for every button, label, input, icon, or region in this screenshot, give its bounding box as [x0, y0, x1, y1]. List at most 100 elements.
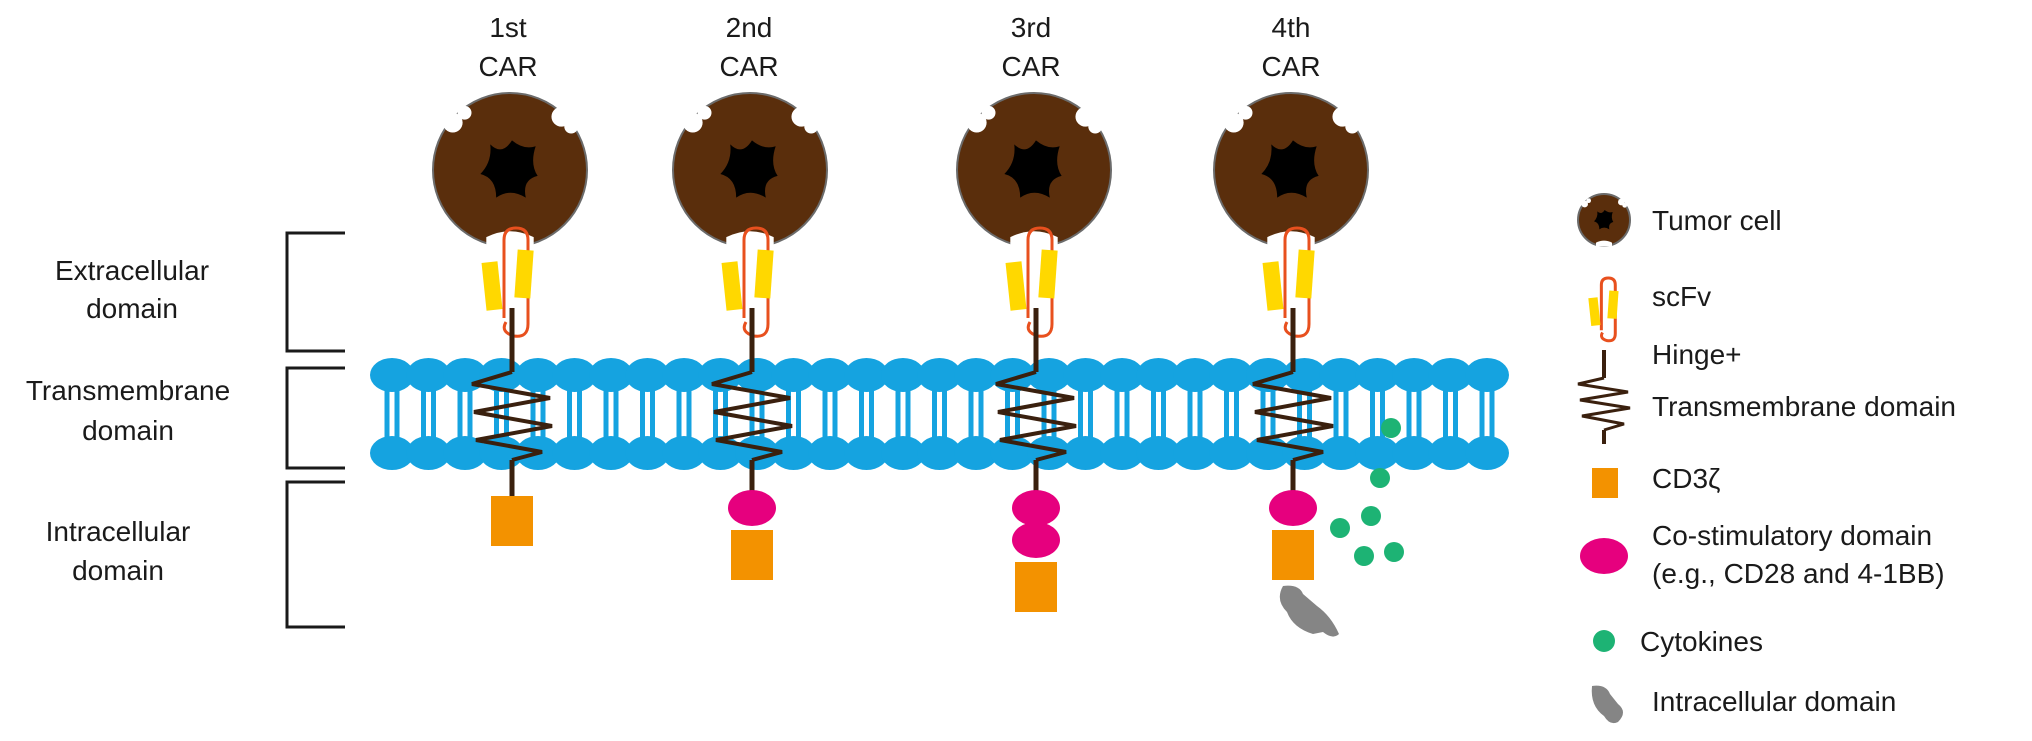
tumor-cell	[956, 92, 1112, 249]
scfv-vl	[1005, 261, 1027, 311]
car-constructs	[432, 92, 1404, 637]
lipid-head-outer	[1465, 358, 1509, 392]
tumor-notch	[1075, 106, 1096, 127]
tumor-nucleus	[1004, 140, 1062, 198]
lipid-head-inner	[552, 436, 597, 470]
cell-membrane	[370, 358, 1509, 470]
tumor-notch	[1238, 105, 1253, 120]
scfv-vh	[1607, 290, 1619, 319]
scfv-vl	[481, 261, 503, 311]
tumor-cell	[1213, 92, 1369, 249]
legend-costim-label-line1: Co-stimulatory domain	[1652, 520, 1932, 551]
legend-costim-label-line2: (e.g., CD28 and 4-1BB)	[1652, 558, 1945, 589]
tumor-notch	[551, 106, 572, 127]
gen2-label-line2: CAR	[719, 51, 778, 82]
tumor-antigen-pocket	[1267, 231, 1315, 249]
cd3z-domain	[1015, 562, 1057, 612]
tumor-nucleus	[1594, 210, 1614, 230]
gen4-label-line2: CAR	[1261, 51, 1320, 82]
intracellular-domain-extra	[1279, 585, 1339, 637]
legend-cytokine-icon	[1593, 630, 1615, 652]
tumor-cell	[432, 92, 588, 249]
hinge-transmembrane	[471, 308, 553, 496]
tumor-notch	[1586, 198, 1591, 204]
tumor-notch	[966, 112, 987, 133]
tumor-notch	[1223, 112, 1244, 133]
tumor-cell	[672, 92, 828, 249]
scfv-vl	[1588, 297, 1601, 326]
lipid-head-outer	[625, 358, 670, 392]
scfv-vh	[1295, 249, 1315, 299]
scfv-vl	[721, 261, 743, 311]
lipid-head-inner	[443, 436, 487, 470]
lipid-head-inner	[1209, 436, 1254, 470]
lipid-head-inner	[954, 436, 998, 470]
lipid-head-outer	[917, 358, 962, 392]
lipid-head-outer	[698, 358, 743, 392]
scfv-linker	[1283, 226, 1311, 338]
cd3z-domain	[491, 496, 533, 546]
lipid-head-outer	[1173, 358, 1217, 392]
legend-costim-icon	[1580, 538, 1628, 574]
transmembrane-zigzag	[995, 370, 1077, 462]
legend-hinge-label-line2: Transmembrane domain	[1652, 391, 1956, 422]
transmembrane-label-line2: domain	[82, 415, 174, 446]
legend-scfv-icon	[1588, 276, 1619, 343]
car-generation-4	[1213, 92, 1404, 637]
cytokine	[1381, 418, 1401, 438]
lipid-head-inner	[370, 436, 414, 470]
car-generation-1	[432, 92, 588, 546]
lipid-head-outer	[662, 358, 706, 392]
tumor-nucleus	[720, 140, 778, 198]
car-generation-3	[956, 92, 1112, 612]
cd3z-domain	[1272, 530, 1314, 580]
scfv	[1262, 226, 1315, 338]
transmembrane-zigzag	[471, 370, 553, 462]
legend-scfv-label: scFv	[1652, 281, 1711, 312]
lipid-head-outer	[881, 358, 925, 392]
legend-intracellular-domain-icon	[1591, 685, 1623, 724]
scfv-vh	[754, 249, 774, 299]
costimulatory-domain	[1269, 490, 1317, 526]
domain-labels: Extracellular domain Transmembrane domai…	[26, 255, 230, 586]
gen4-label-line1: 4th	[1272, 12, 1311, 43]
lipid-head-inner	[406, 436, 451, 470]
domain-brackets	[285, 231, 345, 629]
lipid-head-inner	[589, 436, 633, 470]
lipid-head-outer	[406, 358, 451, 392]
legend-hinge-zigzag	[1577, 376, 1631, 432]
cytokine	[1361, 506, 1381, 526]
cytokine	[1384, 542, 1404, 562]
lipid-head-outer	[589, 358, 633, 392]
tumor-notch	[457, 105, 472, 120]
lipid-head-inner	[1465, 436, 1509, 470]
scfv-vh	[514, 249, 534, 299]
lipid-head-outer	[954, 358, 998, 392]
scfv-linker	[1599, 276, 1617, 343]
lipid-head-outer	[1063, 358, 1108, 392]
tumor-notch	[791, 106, 812, 127]
lipid-head-inner	[1100, 436, 1144, 470]
gen2-label-line1: 2nd	[726, 12, 773, 43]
tumor-notch	[1581, 200, 1588, 208]
lipid-head-outer	[844, 358, 889, 392]
lipid-head-inner	[1319, 436, 1363, 470]
scfv-vl	[1262, 261, 1284, 311]
intracellular-label-line1: Intracellular	[46, 516, 191, 547]
legend-hinge-label-line1: Hinge+	[1652, 339, 1742, 370]
intracellular-label-line2: domain	[72, 555, 164, 586]
lipid-head-inner	[917, 436, 962, 470]
tumor-antigen-pocket	[1596, 240, 1612, 247]
scfv-linker	[502, 226, 530, 338]
tumor-notch	[1345, 119, 1360, 134]
gen1-label-line1: 1st	[489, 12, 527, 43]
extracellular-bracket	[285, 231, 345, 353]
generation-labels: 1st CAR 2nd CAR 3rd CAR 4th CAR	[478, 12, 1320, 82]
lipid-head-outer	[771, 358, 816, 392]
lipid-head-outer	[808, 358, 852, 392]
cd3z-domain	[731, 530, 773, 580]
legend-symbols	[1577, 193, 1631, 724]
tumor-notch	[564, 119, 579, 134]
lipid-head-outer	[1355, 358, 1400, 392]
